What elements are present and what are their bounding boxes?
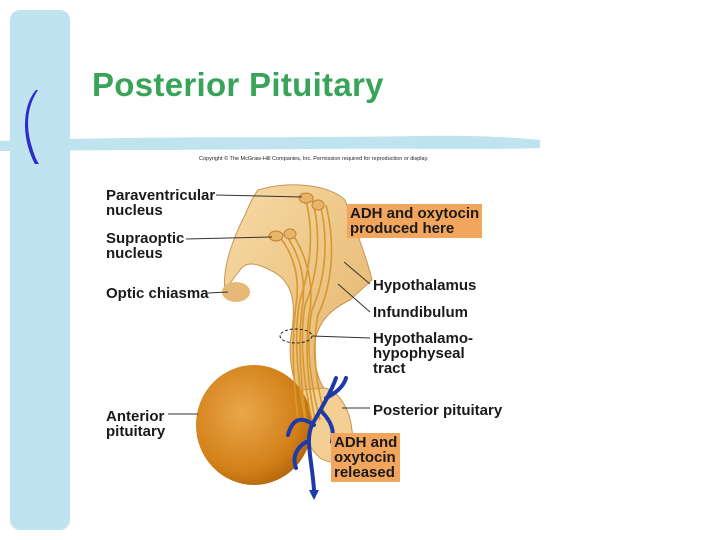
label-optic-chiasma: Optic chiasma [106, 285, 209, 302]
blue-bracket-accent [25, 90, 39, 164]
horizontal-brush-stroke [0, 135, 540, 151]
callout-adh-oxytocin-released: ADH and oxytocin released [331, 433, 401, 482]
tract-fibres [277, 197, 333, 421]
label-posterior-pituitary: Posterior pituitary [373, 402, 503, 419]
slide-title: Posterior Pituitary [92, 66, 384, 103]
nucleus-cell-bodies [268, 192, 325, 242]
leader-lines [168, 194, 371, 415]
label-hypothalamo-hypophyseal-tract: Hypothalamo- hypophyseal tract [373, 330, 474, 377]
anterior-pituitary-shape [196, 365, 312, 485]
label-infundibulum: Infundibulum [373, 304, 468, 321]
label-hypothalamus: Hypothalamus [373, 277, 477, 294]
optic-chiasma-shape [222, 282, 250, 302]
label-supraoptic-nucleus: Supraoptic nucleus [106, 230, 185, 262]
blood-flow-arrow [309, 490, 319, 500]
copyright-notice: Copyright © The McGraw-Hill Companies, I… [199, 156, 429, 162]
callout-adh-oxytocin-produced: ADH and oxytocin produced here [347, 204, 483, 238]
label-paraventricular-nucleus: Paraventricular nucleus [106, 187, 216, 219]
label-anterior-pituitary: Anterior pituitary [106, 408, 166, 440]
